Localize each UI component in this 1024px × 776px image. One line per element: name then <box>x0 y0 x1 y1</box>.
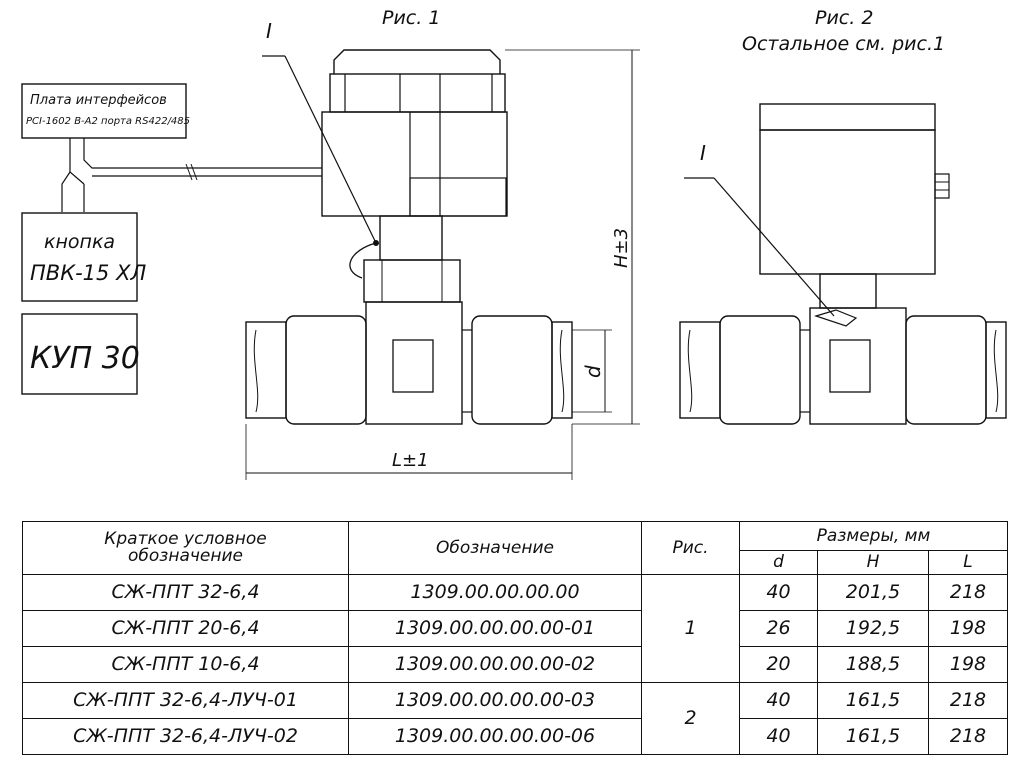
cell-name: СЖ-ППТ 32-6,4-ЛУЧ-01 <box>22 682 349 719</box>
cell-fig: 1 <box>641 574 740 683</box>
table-row: СЖ-ППТ 20-6,4 1309.00.00.00.00-01 26 192… <box>22 610 1009 647</box>
cell-l: 198 <box>927 646 1009 683</box>
cell-name: СЖ-ППТ 20-6,4 <box>22 610 349 647</box>
cell-designation: 1309.00.00.00.00 <box>348 574 642 611</box>
cell-d: 20 <box>739 646 818 683</box>
kup-box <box>21 313 138 395</box>
cell-d: 40 <box>739 574 818 611</box>
table-row: СЖ-ППТ 10-6,4 1309.00.00.00.00-02 20 188… <box>22 646 1009 683</box>
spec-table: Краткое условное обозначение Обозначение… <box>22 521 1009 755</box>
fig2-callout-leader <box>684 177 835 317</box>
fig1-sensor-head <box>321 49 508 303</box>
cable-lines <box>61 138 322 212</box>
table-row: СЖ-ППТ 32-6,4 1309.00.00.00.00 1 40 201,… <box>22 574 1009 683</box>
cell-designation: 1309.00.00.00.00-02 <box>348 646 642 683</box>
header-dimensions: Размеры, мм <box>738 521 1009 551</box>
table-row: СЖ-ППТ 32-6,4-ЛУЧ-01 1309.00.00.00.00-03… <box>22 682 1009 755</box>
cell-h: 201,5 <box>817 574 929 611</box>
interface-board-label: Плата интерфейсов <box>30 93 167 108</box>
header-designation: Обозначение <box>348 521 642 575</box>
header-h: H <box>817 550 929 575</box>
cell-fig: 2 <box>641 682 740 755</box>
cell-name: СЖ-ППТ 10-6,4 <box>22 646 349 683</box>
header-fig: Рис. <box>641 521 740 575</box>
fig2-callout-label: I <box>700 141 706 165</box>
fig1-pipe-body <box>245 301 573 425</box>
table-row: СЖ-ППТ 32-6,4-ЛУЧ-02 1309.00.00.00.00-06… <box>22 718 1009 755</box>
cell-h: 188,5 <box>817 646 929 683</box>
cell-d: 40 <box>739 718 818 755</box>
header-d: d <box>739 550 818 575</box>
interface-board-box <box>21 83 187 139</box>
cell-name: СЖ-ППТ 32-6,4-ЛУЧ-02 <box>22 718 349 755</box>
fig1-caption: Рис. 1 <box>382 7 440 29</box>
cell-designation: 1309.00.00.00.00-06 <box>348 718 642 755</box>
cell-h: 192,5 <box>817 610 929 647</box>
cell-l: 218 <box>927 718 1009 755</box>
cell-h: 161,5 <box>817 718 929 755</box>
cell-name: СЖ-ППТ 32-6,4 <box>22 574 349 611</box>
button-box <box>21 212 138 302</box>
fig1-dim-h-label: H±3 <box>611 228 632 268</box>
fig2-caption: Рис. 2 <box>815 7 873 29</box>
fig1-callout-leader <box>262 55 379 246</box>
interface-board-ports: РСI-1602 В-А2 порта RS422/485 <box>26 116 190 127</box>
fig1-dim-d-label: d <box>581 365 605 378</box>
cell-h: 161,5 <box>817 682 929 719</box>
header-short-name: Краткое условное обозначение <box>22 521 349 575</box>
fig1-dimension-l <box>245 424 573 480</box>
cell-d: 26 <box>739 610 818 647</box>
fig2-caption-note: Остальное см. рис.1 <box>742 33 945 55</box>
cell-l: 218 <box>927 682 1009 719</box>
cell-l: 218 <box>927 574 1009 611</box>
button-model: ПВК-15 ХЛ <box>30 261 146 285</box>
cell-designation: 1309.00.00.00.00-01 <box>348 610 642 647</box>
cell-l: 198 <box>927 610 1009 647</box>
cell-designation: 1309.00.00.00.00-03 <box>348 682 642 719</box>
cell-d: 40 <box>739 682 818 719</box>
fig1-dimension-d <box>572 329 612 413</box>
kup-label: КУП 30 <box>30 341 140 376</box>
fig2-sensor-head <box>759 103 950 327</box>
fig1-dim-l-label: L±1 <box>392 450 429 471</box>
fig1-dimension-h <box>505 49 640 425</box>
fig2-pipe-body <box>679 307 1007 425</box>
fig1-callout-label: I <box>266 19 272 43</box>
header-l: L <box>927 550 1009 575</box>
technical-drawing: Рис. 1 I Плата интерфейсов РСI-1602 В-А2… <box>21 7 1007 480</box>
button-label: кнопка <box>44 231 115 253</box>
